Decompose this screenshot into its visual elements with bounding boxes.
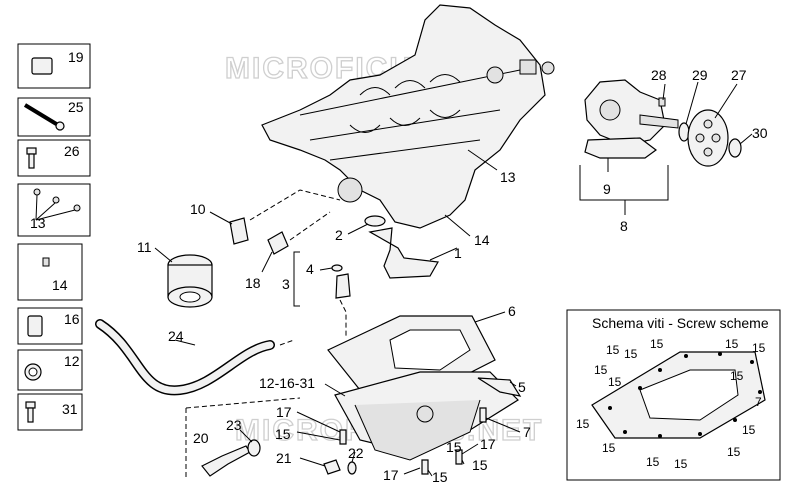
o-ring-23[interactable] xyxy=(247,439,261,457)
pin[interactable] xyxy=(658,97,666,107)
sidebar-box-13[interactable]: 13 xyxy=(17,183,91,237)
screw-scheme-panel: Schema viti - Screw scheme xyxy=(566,309,781,481)
oil-pan[interactable] xyxy=(334,371,519,461)
sidebar-box-label: 12 xyxy=(64,353,80,369)
callout-24: 24 xyxy=(168,328,184,344)
sidebar-box-12[interactable]: 12 xyxy=(17,349,83,391)
sidebar-box-19[interactable]: 19 xyxy=(17,43,91,89)
sidebar-box-14[interactable]: 14 xyxy=(17,243,83,301)
callout-12-16-31: 12-16-31 xyxy=(259,375,315,391)
pump-gasket[interactable] xyxy=(584,137,658,159)
sidebar-box-31[interactable]: 31 xyxy=(17,393,83,431)
scheme-label-15: 15 xyxy=(725,337,739,351)
callout-18: 18 xyxy=(245,275,261,291)
oil-pump[interactable] xyxy=(584,79,679,146)
washer-icon xyxy=(24,363,42,381)
scheme-label-15: 15 xyxy=(576,417,590,431)
sidebar-box-label: 16 xyxy=(64,311,80,327)
sensor-18[interactable] xyxy=(267,231,289,255)
screw-icon xyxy=(42,257,50,267)
bolt-icon xyxy=(25,401,36,423)
sidebar-box-label: 25 xyxy=(68,99,84,115)
callout-14: 14 xyxy=(474,232,490,248)
callout-11: 11 xyxy=(137,239,152,255)
gasket-5[interactable] xyxy=(477,377,522,397)
callout-17a: 17 xyxy=(276,404,292,420)
scheme-label-15: 15 xyxy=(730,369,744,383)
sidebar-box-label: 14 xyxy=(52,277,68,293)
callout-29: 29 xyxy=(692,67,708,83)
callout-2: 2 xyxy=(335,227,343,243)
scheme-label-15: 15 xyxy=(602,441,616,455)
scheme-label-15: 15 xyxy=(752,341,766,355)
callout-22: 22 xyxy=(348,445,364,461)
callout-7: 7 xyxy=(523,424,531,440)
scheme-label-15: 15 xyxy=(646,455,660,469)
scheme-label-15: 15 xyxy=(727,445,741,459)
bolt-15[interactable] xyxy=(479,407,487,423)
sidebar-box-label: 13 xyxy=(30,215,46,231)
oil-filter[interactable] xyxy=(167,254,213,308)
callout-5: 5 xyxy=(518,379,526,395)
scheme-label-15: 15 xyxy=(624,347,638,361)
group-bracket-8 xyxy=(579,165,669,201)
bolt-17c[interactable] xyxy=(421,459,429,475)
gear-27[interactable] xyxy=(687,109,729,167)
scheme-label-15: 15 xyxy=(674,457,688,471)
callout-8: 8 xyxy=(620,218,628,234)
callout-27: 27 xyxy=(731,67,747,83)
sidebar-box-label: 19 xyxy=(68,49,84,65)
callout-13: 13 xyxy=(500,169,516,185)
screws-icon xyxy=(33,188,81,221)
scheme-label-15: 15 xyxy=(650,337,664,351)
scheme-label-15: 15 xyxy=(594,363,608,377)
leader-lines xyxy=(154,81,753,477)
nozzle-3[interactable] xyxy=(335,273,351,299)
sidebar-box-26[interactable]: 26 xyxy=(17,139,91,177)
circlip-30[interactable] xyxy=(728,138,742,158)
crankcase[interactable] xyxy=(261,4,555,229)
drain-plug-21[interactable] xyxy=(323,459,341,475)
callout-1: 1 xyxy=(454,245,462,261)
sleeve-icon xyxy=(27,315,43,337)
long-bolt-icon xyxy=(23,103,65,131)
scheme-label-7: 7 xyxy=(755,395,762,409)
sidebar-box-25[interactable]: 25 xyxy=(17,97,91,137)
callout-30: 30 xyxy=(752,125,768,141)
bolt-17a[interactable] xyxy=(339,429,347,445)
o-ring-2[interactable] xyxy=(364,215,386,227)
callout-20: 20 xyxy=(193,430,209,446)
callout-17b: 17 xyxy=(480,436,496,452)
callout-17c: 17 xyxy=(383,467,399,483)
sidebar-box-label: 26 xyxy=(64,143,80,159)
callout-4: 4 xyxy=(306,261,314,277)
sidebar-box-16[interactable]: 16 xyxy=(17,307,83,345)
callout-15b: 15 xyxy=(432,469,448,485)
scheme-label-15: 15 xyxy=(742,423,756,437)
callout-3: 3 xyxy=(282,276,290,292)
union-20[interactable] xyxy=(201,445,251,477)
washer-22[interactable] xyxy=(347,461,357,475)
bolt-icon xyxy=(26,147,37,169)
sidebar-box-label: 31 xyxy=(62,401,78,417)
bolt-17b[interactable] xyxy=(455,449,463,465)
oil-strainer[interactable] xyxy=(368,227,439,279)
plug-icon xyxy=(31,57,53,75)
callout-9: 9 xyxy=(603,181,611,197)
fitting-10[interactable] xyxy=(229,217,249,245)
o-ring-4[interactable] xyxy=(331,264,343,272)
scheme-label-15: 15 xyxy=(608,375,622,389)
callout-15d: 15 xyxy=(446,439,462,455)
callout-15c: 15 xyxy=(472,457,488,473)
callout-21: 21 xyxy=(276,450,292,466)
callout-10: 10 xyxy=(190,201,206,217)
scheme-label-15: 15 xyxy=(606,343,620,357)
callout-6: 6 xyxy=(508,303,516,319)
screw-scheme-title: Schema viti - Screw scheme xyxy=(592,315,769,331)
callout-15a: 15 xyxy=(275,426,291,442)
callout-23: 23 xyxy=(226,417,242,433)
callout-28: 28 xyxy=(651,67,667,83)
